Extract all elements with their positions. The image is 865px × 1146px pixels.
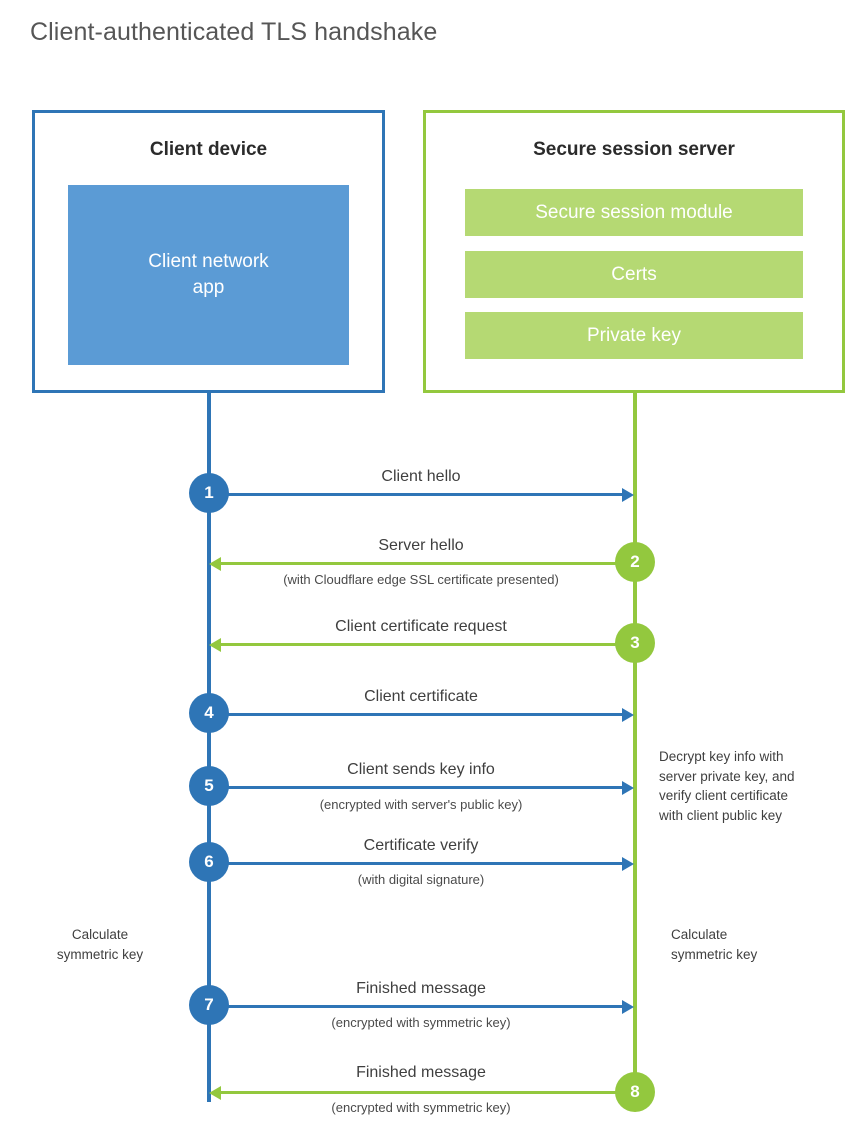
arrowhead-right-icon xyxy=(622,856,634,871)
step-4-arrow xyxy=(209,707,634,722)
step-number: 5 xyxy=(204,776,214,795)
server-component-label: Private key xyxy=(587,324,681,346)
server-decrypt-note: Decrypt key info with server private key… xyxy=(659,747,849,825)
step-7-arrow xyxy=(209,999,634,1014)
secure-session-server-title: Secure session server xyxy=(533,139,735,160)
server-decrypt-note-line3: verify client certificate xyxy=(659,788,789,804)
server-calc-note-line1: Calculate xyxy=(671,927,728,942)
arrowhead-right-icon xyxy=(622,999,634,1014)
step-8-sublabel: (encrypted with symmetric key) xyxy=(331,1100,511,1115)
page-title: Client-authenticated TLS handshake xyxy=(30,18,438,46)
server-component-label: Secure session module xyxy=(535,201,733,223)
server-lifeline xyxy=(633,393,637,1093)
arrowhead-left-icon xyxy=(209,556,221,571)
client-network-app-block: Client network app xyxy=(68,185,349,365)
step-8-arrow xyxy=(209,1085,633,1100)
step-6-label: Certificate verify xyxy=(363,837,479,854)
step-3-label: Client certificate request xyxy=(335,618,507,635)
server-component-private-key: Private key xyxy=(465,312,803,359)
arrowhead-right-icon xyxy=(622,780,634,795)
step-marker-4[interactable]: 4 xyxy=(189,693,229,733)
client-device-box: Client device Client network app xyxy=(32,110,385,393)
step-number: 6 xyxy=(204,852,214,871)
step-2-arrow xyxy=(209,556,633,571)
step-8-label: Finished message xyxy=(356,1064,486,1081)
step-5-arrow xyxy=(209,780,634,795)
client-app-label-line1: Client network xyxy=(148,251,269,273)
client-calculate-symmetric-key-note: Calculate symmetric key xyxy=(20,925,180,964)
arrowhead-right-icon xyxy=(622,487,634,502)
step-1-arrow xyxy=(209,487,634,502)
step-number: 8 xyxy=(630,1082,640,1101)
client-lifeline xyxy=(207,393,211,1102)
client-calc-note-line1: Calculate xyxy=(71,927,129,942)
server-decrypt-note-line2: server private key, and xyxy=(659,768,795,784)
server-decrypt-note-line4: with client public key xyxy=(659,807,783,823)
step-7-label: Finished message xyxy=(356,980,486,997)
server-calculate-symmetric-key-note: Calculate symmetric key xyxy=(671,925,851,964)
step-marker-5[interactable]: 5 xyxy=(189,766,229,806)
step-marker-1[interactable]: 1 xyxy=(189,473,229,513)
arrowhead-left-icon xyxy=(209,1085,221,1100)
client-device-title: Client device xyxy=(149,139,268,160)
arrowhead-left-icon xyxy=(209,637,221,652)
server-component-label: Certs xyxy=(611,263,657,285)
step-marker-3[interactable]: 3 xyxy=(615,623,655,663)
step-number: 7 xyxy=(204,995,214,1014)
step-marker-8[interactable]: 8 xyxy=(615,1072,655,1112)
server-decrypt-note-line1: Decrypt key info with xyxy=(659,749,784,764)
step-2-sublabel: (with Cloudflare edge SSL certificate pr… xyxy=(283,572,559,587)
step-marker-6[interactable]: 6 xyxy=(189,842,229,882)
step-number: 1 xyxy=(204,483,214,502)
step-number: 2 xyxy=(630,552,640,571)
server-component-secure-session-module: Secure session module xyxy=(465,189,803,236)
arrowhead-right-icon xyxy=(622,707,634,722)
step-6-sublabel: (with digital signature) xyxy=(357,872,485,887)
server-component-certs: Certs xyxy=(465,251,803,298)
step-5-sublabel: (encrypted with server's public key) xyxy=(319,797,523,812)
step-4-label: Client certificate xyxy=(364,688,478,705)
server-calc-note-line2: symmetric key xyxy=(671,946,758,962)
step-number: 4 xyxy=(204,703,214,722)
step-2-label: Server hello xyxy=(378,537,464,554)
client-calc-note-line2: symmetric key xyxy=(56,946,144,962)
step-6-arrow xyxy=(209,856,634,871)
step-1-label: Client hello xyxy=(381,468,461,485)
step-3-arrow xyxy=(209,637,633,652)
client-app-label-line2: app xyxy=(192,277,225,298)
secure-session-server-box: Secure session server Secure session mod… xyxy=(423,110,845,393)
step-marker-2[interactable]: 2 xyxy=(615,542,655,582)
step-7-sublabel: (encrypted with symmetric key) xyxy=(331,1015,511,1030)
step-5-label: Client sends key info xyxy=(347,761,495,778)
step-marker-7[interactable]: 7 xyxy=(189,985,229,1025)
step-number: 3 xyxy=(630,633,640,652)
